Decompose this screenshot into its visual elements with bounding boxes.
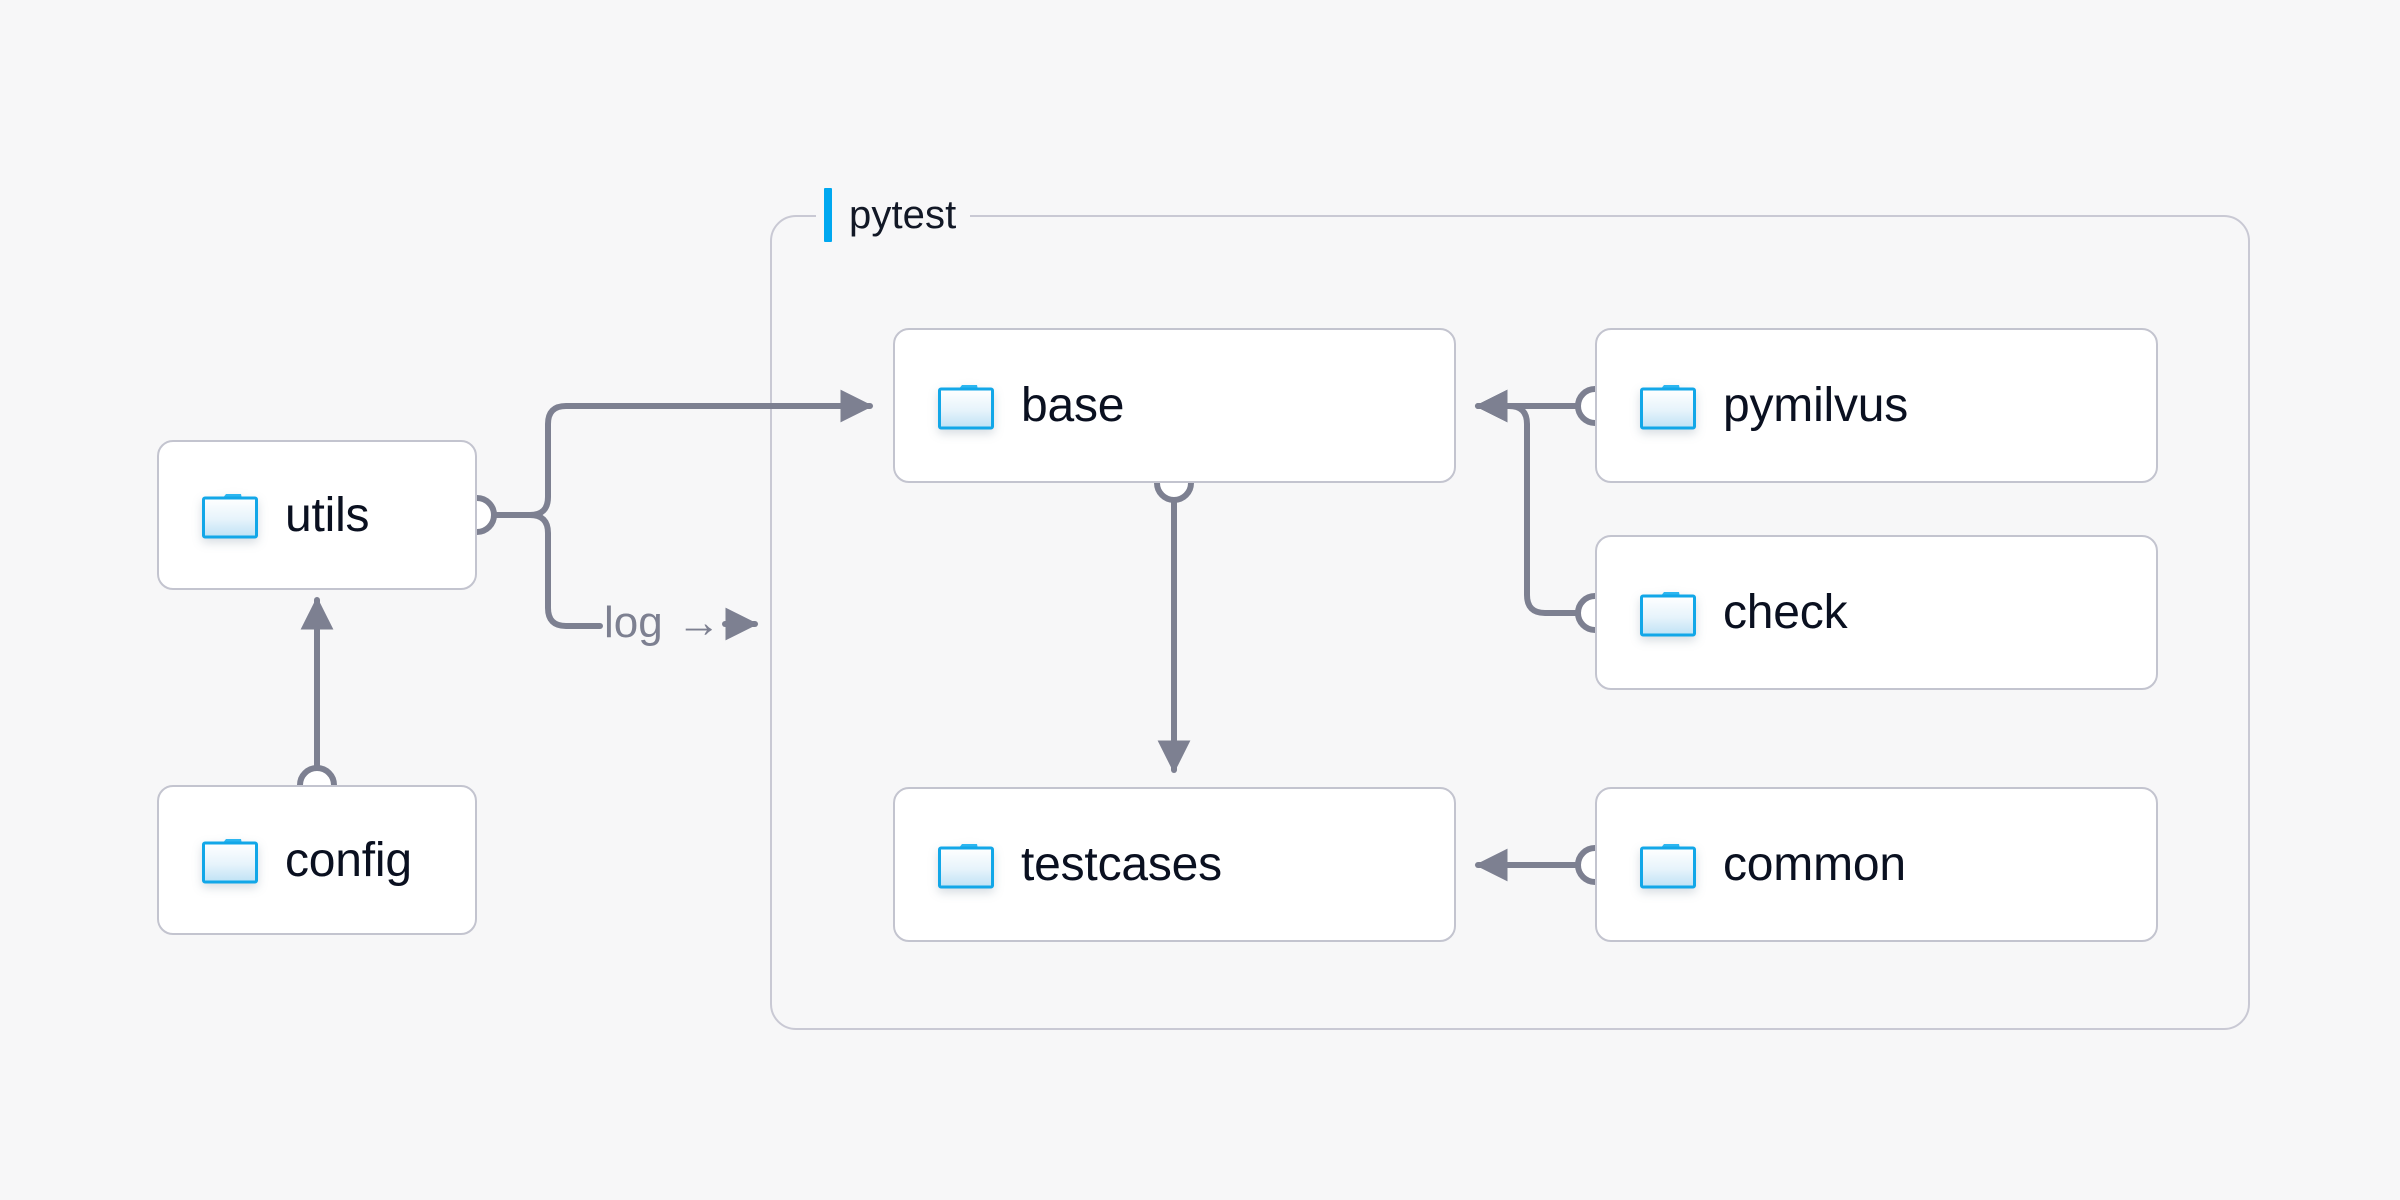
node-pymilvus[interactable]: pymilvus: [1595, 328, 2158, 483]
edge-config-to-utils: [297, 596, 337, 805]
node-label-check: check: [1723, 586, 1848, 639]
group-pytest-label: pytest: [816, 188, 971, 242]
group-title-text: pytest: [849, 193, 957, 237]
arrow-right-icon: →: [676, 598, 721, 647]
folder-icon: [1640, 591, 1696, 636]
group-accent-bar: [824, 188, 832, 242]
edge-label-log: log →: [604, 598, 721, 648]
node-common[interactable]: common: [1595, 787, 2158, 942]
folder-icon: [202, 839, 258, 884]
node-label-config: config: [285, 833, 412, 887]
folder-icon: [938, 384, 994, 429]
node-check[interactable]: check: [1595, 535, 2158, 690]
edge-label-log-text: log: [604, 598, 663, 647]
node-testcases[interactable]: testcases: [893, 787, 1456, 942]
node-label-common: common: [1723, 838, 1906, 891]
folder-icon: [938, 843, 994, 888]
node-label-pymilvus: pymilvus: [1723, 379, 1909, 432]
node-label-testcases: testcases: [1021, 838, 1222, 891]
folder-icon: [202, 494, 258, 539]
node-config[interactable]: config: [157, 785, 477, 935]
node-base[interactable]: base: [893, 328, 1456, 483]
node-label-utils: utils: [285, 488, 370, 542]
folder-icon: [1640, 384, 1696, 429]
node-utils[interactable]: utils: [157, 440, 477, 590]
node-label-base: base: [1021, 379, 1125, 432]
folder-icon: [1640, 843, 1696, 888]
group-pytest[interactable]: [770, 215, 2250, 1030]
